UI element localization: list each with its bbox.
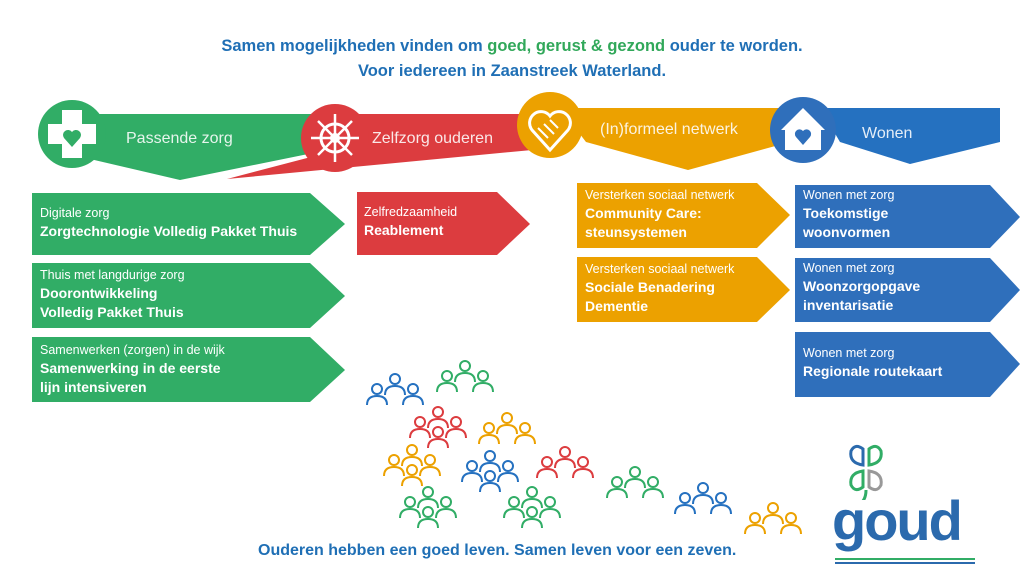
band-zelfzorg bbox=[227, 114, 532, 179]
person-icon bbox=[521, 506, 543, 529]
ship-wheel-icon bbox=[301, 104, 369, 172]
person-icon bbox=[435, 496, 457, 519]
people-crowd-illustration bbox=[366, 360, 802, 535]
clover-logo-icon bbox=[849, 444, 883, 500]
person-icon bbox=[674, 492, 696, 515]
headline-text-end: ouder te worden. bbox=[665, 37, 803, 55]
person-icon bbox=[606, 476, 628, 499]
house-heart-icon bbox=[770, 97, 836, 163]
person-icon bbox=[461, 460, 483, 483]
person-icon bbox=[479, 450, 501, 473]
person-icon bbox=[539, 496, 561, 519]
person-icon bbox=[710, 492, 732, 515]
pillar-label-netwerk: (In)formeel netwerk bbox=[600, 121, 738, 138]
person-icon bbox=[472, 370, 494, 393]
headline-text: Samen mogelijkheden vinden om bbox=[221, 37, 488, 55]
pillar-label-wonen: Wonen bbox=[862, 125, 913, 142]
band-passende-zorg bbox=[60, 114, 318, 180]
person-icon bbox=[521, 486, 543, 509]
person-icon bbox=[409, 416, 431, 439]
person-icon bbox=[536, 456, 558, 479]
person-icon bbox=[419, 454, 441, 477]
person-icon bbox=[554, 446, 576, 469]
person-icon bbox=[402, 383, 424, 406]
person-icon bbox=[478, 422, 500, 445]
person-icon bbox=[692, 482, 714, 505]
band-netwerk bbox=[560, 108, 790, 170]
person-icon bbox=[384, 373, 406, 396]
person-icon bbox=[496, 412, 518, 435]
logo-underline-blue bbox=[835, 562, 975, 564]
person-icon bbox=[454, 360, 476, 383]
person-icon bbox=[445, 416, 467, 439]
person-icon bbox=[366, 383, 388, 406]
person-icon bbox=[744, 512, 766, 535]
person-icon bbox=[503, 496, 525, 519]
person-icon bbox=[427, 406, 449, 429]
person-icon bbox=[417, 486, 439, 509]
logo-underline-green bbox=[835, 558, 975, 560]
person-icon bbox=[399, 496, 421, 519]
pillar-label-zelfzorg: Zelfzorg ouderen bbox=[372, 130, 493, 147]
person-icon bbox=[436, 370, 458, 393]
person-icon bbox=[624, 466, 646, 489]
headline-line-1: Samen mogelijkheden vinden om goed, geru… bbox=[0, 37, 1024, 56]
footer-slogan: Ouderen hebben een goed leven. Samen lev… bbox=[258, 542, 737, 559]
person-icon bbox=[780, 512, 802, 535]
person-icon bbox=[572, 456, 594, 479]
pillar-label-passende-zorg: Passende zorg bbox=[126, 130, 233, 147]
band-wonen bbox=[820, 108, 1000, 164]
person-icon bbox=[514, 422, 536, 445]
headline-highlight: goed, gerust & gezond bbox=[487, 37, 666, 55]
medical-cross-heart-icon bbox=[38, 100, 106, 168]
handshake-heart-icon bbox=[517, 92, 583, 158]
person-icon bbox=[479, 470, 501, 493]
goud-logo-text: goud bbox=[832, 489, 963, 552]
person-icon bbox=[417, 506, 439, 529]
person-icon bbox=[401, 444, 423, 467]
person-icon bbox=[383, 454, 405, 477]
headline-line-2: Voor iedereen in Zaanstreek Waterland. bbox=[357, 62, 667, 80]
person-icon bbox=[762, 502, 784, 525]
person-icon bbox=[497, 460, 519, 483]
person-icon bbox=[642, 476, 664, 499]
person-icon bbox=[427, 426, 449, 449]
person-icon bbox=[401, 464, 423, 487]
